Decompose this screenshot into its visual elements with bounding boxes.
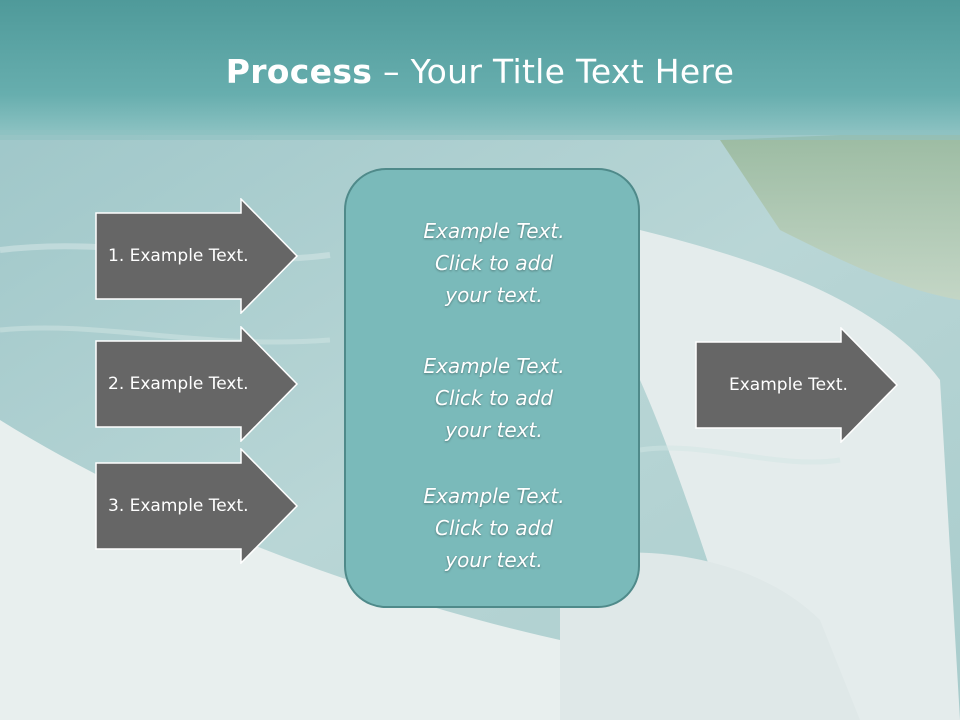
output-arrow: Example Text. xyxy=(695,327,899,443)
step-3-label: 3. Example Text. xyxy=(108,496,249,516)
output-label: Example Text. xyxy=(729,375,848,395)
slide-title: Process – Your Title Text Here xyxy=(0,52,960,91)
step-2-label: 2. Example Text. xyxy=(108,374,249,394)
title-text: – Your Title Text Here xyxy=(372,52,735,91)
title-emphasis: Process xyxy=(225,52,373,91)
step-3-arrow: 3. Example Text. xyxy=(95,448,299,564)
center-text-block-2: Example Text. Click to add your text. xyxy=(423,354,565,442)
center-text-block-3: Example Text. Click to add your text. xyxy=(423,484,565,572)
center-text-box: Example Text. Click to add your text. Ex… xyxy=(344,168,640,608)
step-2-arrow: 2. Example Text. xyxy=(95,326,299,442)
step-1-arrow: 1. Example Text. xyxy=(95,198,299,314)
step-1-label: 1. Example Text. xyxy=(108,246,249,266)
center-text-block-1: Example Text. Click to add your text. xyxy=(423,219,565,307)
